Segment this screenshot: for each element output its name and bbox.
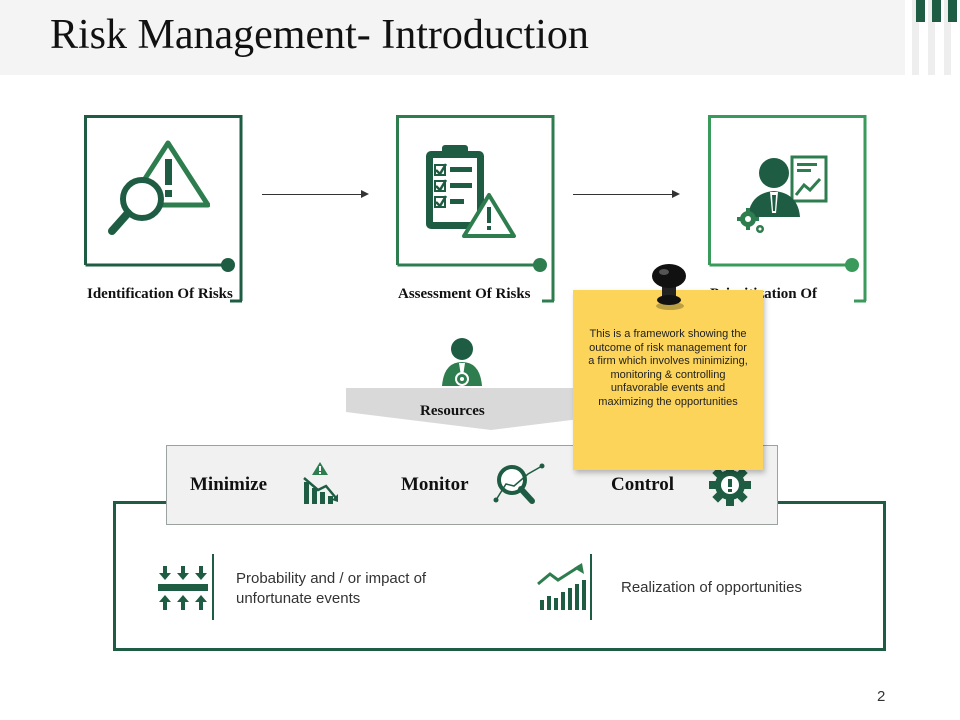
outcome-divider <box>212 554 214 620</box>
magnifier-graph-icon <box>493 463 545 504</box>
corner-strip <box>928 0 935 75</box>
stage-frame <box>84 115 243 303</box>
stage-frame <box>708 115 867 303</box>
outcome-text: Realization of opportunities <box>621 579 802 596</box>
stage-label: Identification Of Risks <box>87 286 233 302</box>
action-label-minimize: Minimize <box>190 474 268 495</box>
clipboard-checklist-warning-icon <box>426 145 516 238</box>
growth-chart-icon <box>537 563 586 610</box>
stage-identification <box>84 115 244 303</box>
corner-strip <box>944 0 951 75</box>
stage-dot <box>221 258 235 272</box>
resources-funnel <box>346 388 636 430</box>
stage-dot <box>845 258 859 272</box>
sticky-note-text: This is a framework showing the outcome … <box>588 328 748 408</box>
corner-mark <box>916 0 925 22</box>
resources-label: Resources <box>420 403 485 419</box>
corner-mark <box>948 0 957 22</box>
pushpin-icon <box>652 264 686 310</box>
corner-mark <box>932 0 941 22</box>
sticky-note: This is a framework showing the outcome … <box>573 290 763 470</box>
person-chart-gear-icon <box>737 155 828 233</box>
action-label-control: Control <box>611 474 674 495</box>
arrow-head <box>361 190 369 198</box>
outcome-divider <box>590 554 592 620</box>
stage-assessment <box>396 115 556 303</box>
person-gear-icon <box>442 338 482 386</box>
arrow-line <box>573 194 673 195</box>
header-band <box>0 0 905 75</box>
arrows-compress-icon <box>158 566 208 610</box>
stage-dot <box>533 258 547 272</box>
stage-prioritization <box>708 115 868 303</box>
bar-chart-down-warning-icon <box>303 462 338 504</box>
stage-frame <box>396 115 555 303</box>
stage-label: Assessment Of Risks <box>398 286 531 302</box>
corner-strip <box>912 0 919 75</box>
action-label-monitor: Monitor <box>401 474 469 495</box>
arrow-head <box>672 190 680 198</box>
slide-title: Risk Management- Introduction <box>50 12 589 58</box>
outcome-text: Probability and / or impact of unfortuna… <box>236 570 427 607</box>
arrow-line <box>262 194 362 195</box>
page-number: 2 <box>877 688 886 705</box>
magnifier-warning-icon <box>108 140 210 235</box>
